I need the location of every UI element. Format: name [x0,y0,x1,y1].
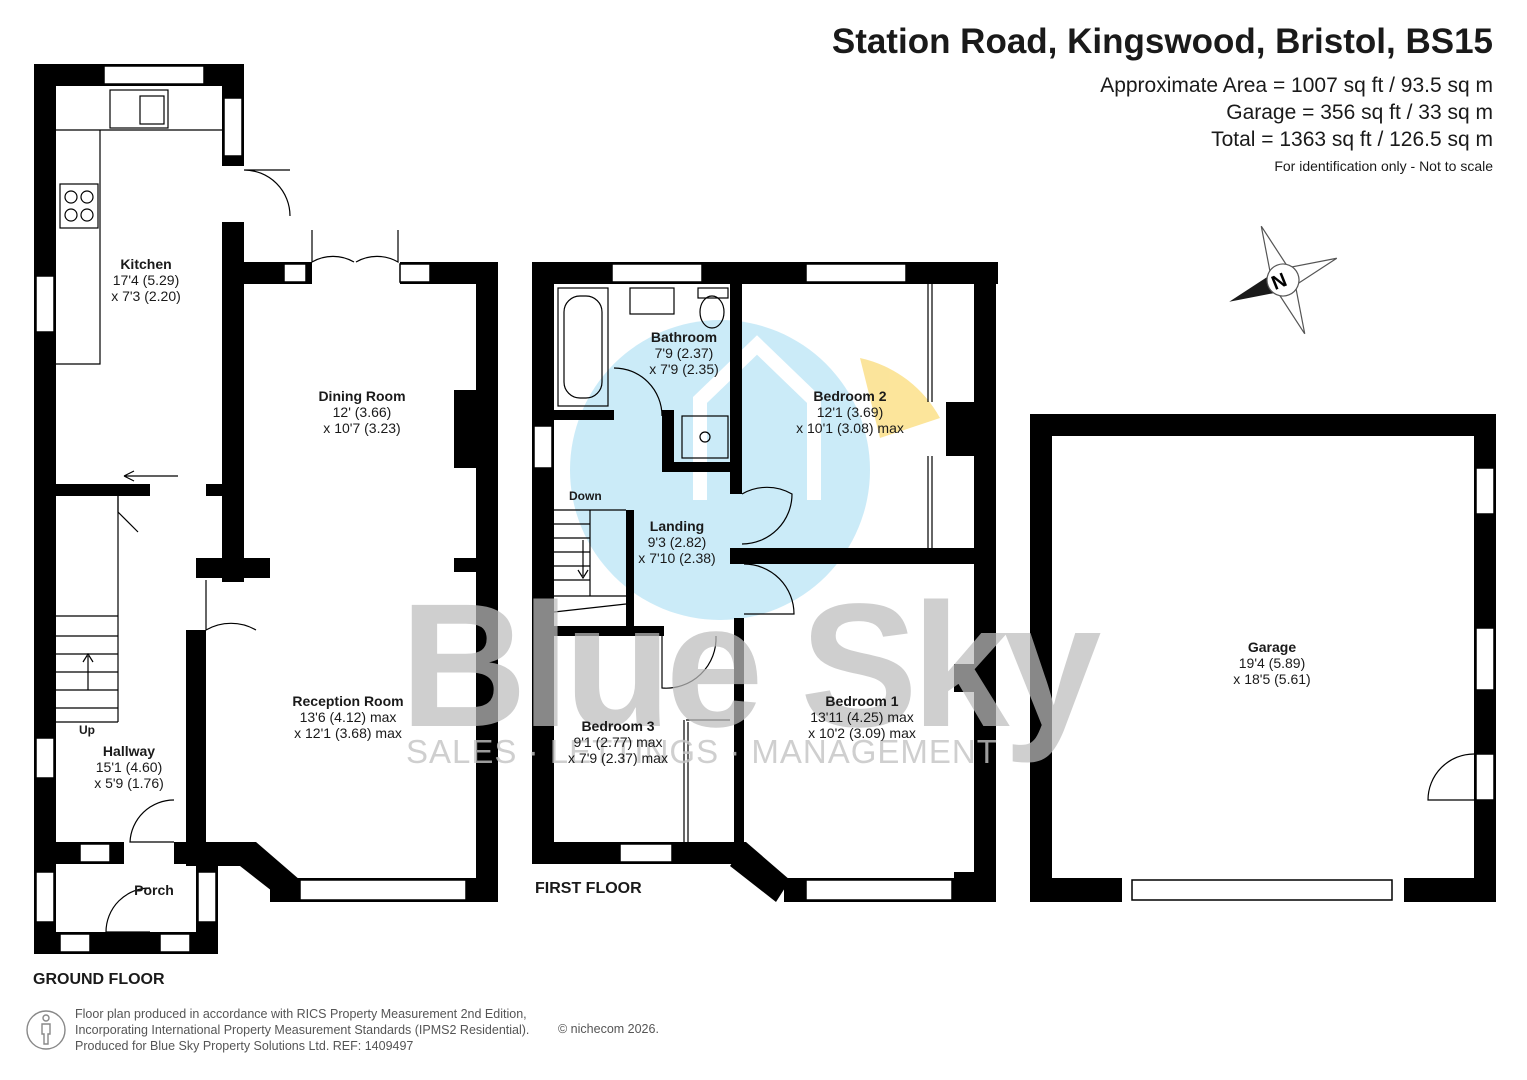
room-reception: Reception Room 13'6 (4.12) max x 12'1 (3… [292,693,403,741]
first-floor-label: FIRST FLOOR [535,880,642,897]
room-name: Porch [134,882,174,898]
room-dim: 12'1 (3.69) [816,404,884,420]
ground-floor [34,64,498,954]
room-dim: 7'9 (2.37) [654,345,714,361]
room-dim: 9'1 (2.77) max [573,734,663,750]
ground-doors [56,89,399,933]
first-fittings [553,284,933,842]
room-dim: 17'4 (5.29) [112,272,180,288]
room-dim: x 7'3 (2.20) [111,288,181,304]
room-dining: Dining Room 12' (3.66) x 10'7 (3.23) [318,388,405,436]
room-name: Dining Room [318,388,406,404]
room-dim: 13'6 (4.12) max [299,709,397,725]
room-dim: 9'3 (2.82) [647,534,707,550]
property-title: Station Road, Kingswood, Bristol, BS15 [831,22,1493,61]
stairs-down-label: Down [569,489,602,503]
footer-line: Incorporating International Property Mea… [75,1023,530,1037]
copyright: © nichecom 2026. [558,1022,659,1036]
room-dim: x 7'10 (2.38) [638,550,716,566]
room-dim: 15'1 (4.60) [95,759,163,775]
room-bedroom-1: Bedroom 1 13'11 (4.25) max x 10'2 (3.09)… [808,693,916,741]
room-dim: x 7'9 (2.37) max [568,750,668,766]
room-bathroom: Bathroom 7'9 (2.37) x 7'9 (2.35) [649,329,719,377]
footer-line: Floor plan produced in accordance with R… [75,1007,527,1021]
footer-notes: Floor plan produced in accordance with R… [75,1006,529,1054]
room-dim: x 18'5 (5.61) [1233,671,1311,687]
room-name: Reception Room [292,693,404,709]
room-dim: x 10'1 (3.08) max [796,420,904,436]
room-landing: Landing 9'3 (2.82) x 7'10 (2.38) [638,518,715,566]
room-dim: 19'4 (5.89) [1238,655,1306,671]
room-name: Landing [649,518,705,534]
total-area: Total = 1363 sq ft / 126.5 sq m [1211,128,1493,151]
watermark-brand: Blue Sky [400,568,1101,764]
garage-door [1427,753,1475,801]
room-dim: x 10'7 (3.23) [323,420,401,436]
room-dim: x 7'9 (2.35) [649,361,719,377]
person-icon [26,1010,66,1050]
room-name: Kitchen [120,256,172,272]
stairs-up-label: Up [79,723,95,737]
room-kitchen: Kitchen 17'4 (5.29) x 7'3 (2.20) [111,256,181,304]
room-dim: x 10'2 (3.09) max [808,725,916,741]
room-dim: 13'11 (4.25) max [810,709,914,725]
approx-area: Approximate Area = 1007 sq ft / 93.5 sq … [1100,74,1493,97]
room-garage: Garage 19'4 (5.89) x 18'5 (5.61) [1233,639,1310,687]
room-dim: 12' (3.66) [332,404,392,420]
room-name: Bedroom 3 [581,718,655,734]
room-bedroom-2: Bedroom 2 12'1 (3.69) x 10'1 (3.08) max [796,388,904,436]
garage-area: Garage = 356 sq ft / 33 sq m [1226,101,1493,124]
room-dim: x 5'9 (1.76) [94,775,164,791]
room-name: Bathroom [650,329,718,345]
room-hallway: Hallway 15'1 (4.60) x 5'9 (1.76) [94,743,164,791]
room-name: Garage [1247,639,1297,655]
ground-windows [35,65,467,953]
room-dim: x 12'1 (3.68) max [294,725,402,741]
first-windows [533,263,953,901]
scale-note: For identification only - Not to scale [1274,158,1493,174]
room-bedroom-3: Bedroom 3 9'1 (2.77) max x 7'9 (2.37) ma… [568,718,668,766]
room-name: Bedroom 2 [813,388,887,404]
garage-openings [1131,467,1495,901]
compass-icon [1229,225,1338,335]
room-name: Hallway [102,743,156,759]
room-name: Bedroom 1 [825,693,899,709]
footer-line: Produced for Blue Sky Property Solutions… [75,1039,414,1053]
room-porch: Porch [134,882,174,898]
ground-floor-label: GROUND FLOOR [33,971,165,988]
watermark-tagline: SALES · LETTINGS · MANAGEMENT [406,733,998,770]
